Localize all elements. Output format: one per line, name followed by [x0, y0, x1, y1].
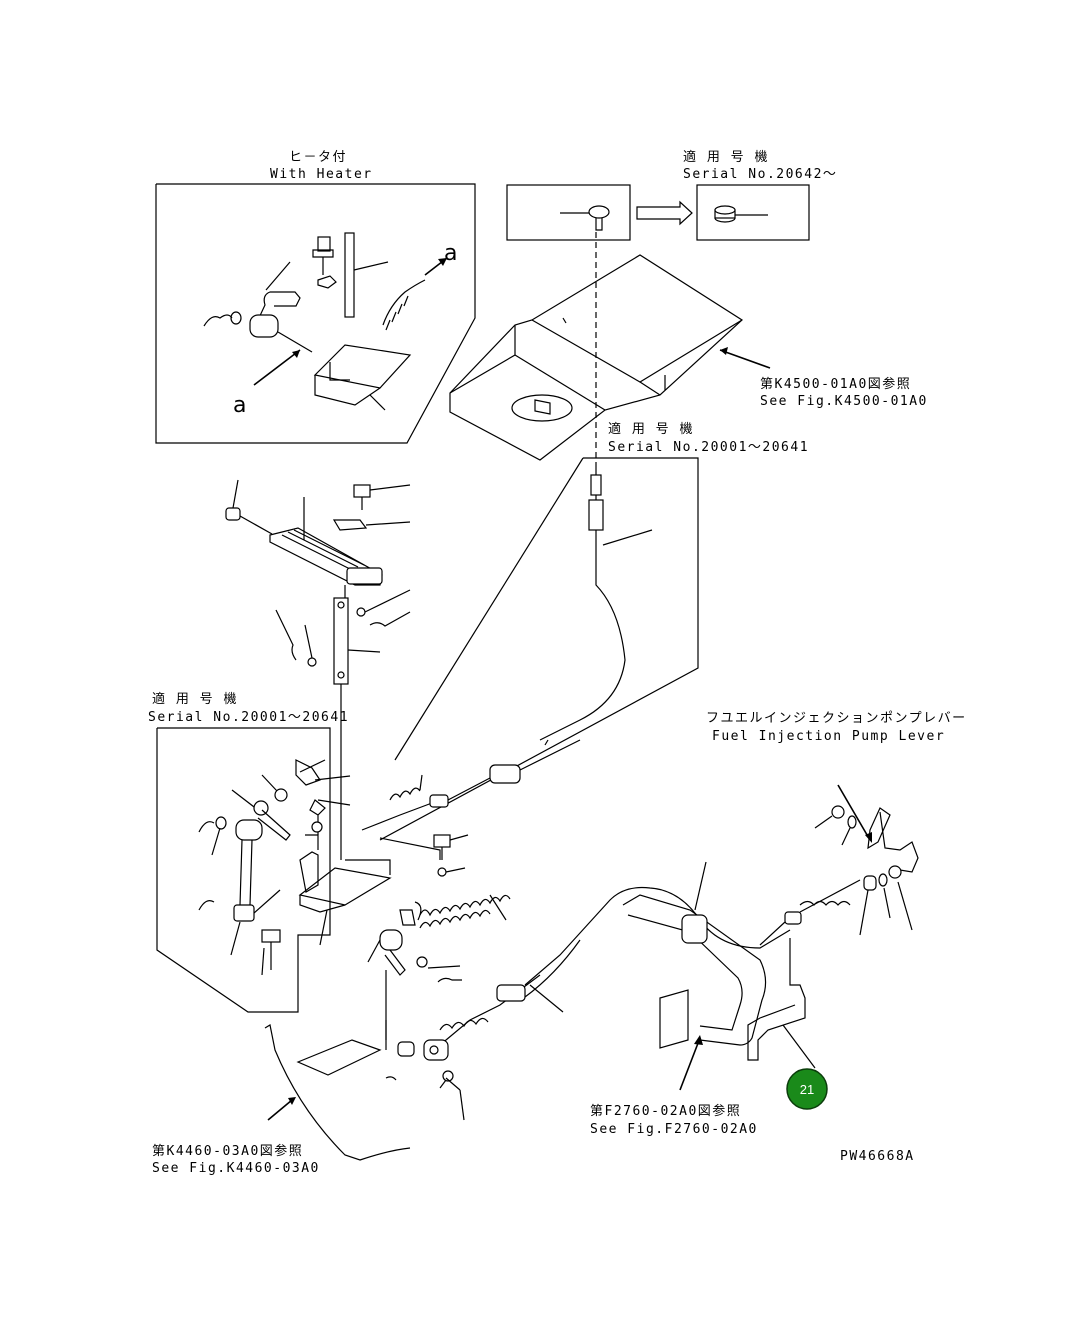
serial-mid-label-en: Serial No.20001～20641	[608, 440, 809, 455]
ref-k4460-jp: 第K4460-03A0図参照	[152, 1143, 303, 1159]
drawing-number: PW46668A	[840, 1149, 915, 1164]
ref-k4460-en: See Fig.K4460-03A0	[152, 1161, 320, 1176]
heater-inset: ヒ－タ付 With Heater a a	[155, 150, 476, 444]
lower-cable: 第K4460-03A0図参照 See Fig.K4460-03A0	[152, 886, 791, 1176]
serial-mid-label-jp: 適 用 号 機	[608, 421, 694, 437]
serial-top-label-jp: 適 用 号 機	[683, 149, 769, 165]
callout-21[interactable]: 21	[786, 1068, 828, 1110]
serial-top-label-en: Serial No.20642～	[683, 167, 837, 182]
ref-k4500-jp: 第K4500-01A0図参照	[760, 376, 911, 392]
knob-inset: 適 用 号 機 Serial No.20642～	[506, 149, 837, 241]
fuel-label-jp: フユエルインジェクションポンプレバー	[706, 711, 967, 726]
ref-k4500-en: See Fig.K4500-01A0	[760, 394, 928, 409]
callout-21-number[interactable]: 21	[800, 1082, 814, 1097]
serial-left-label-en: Serial No.20001～20641	[148, 710, 349, 725]
ref-f2760-en: See Fig.F2760-02A0	[590, 1122, 758, 1137]
bracket-part-21	[747, 938, 816, 1069]
fuel-pump-lever: フユエルインジェクションポンプレバー Fuel Injection Pump L…	[706, 711, 967, 946]
fuel-label-en: Fuel Injection Pump Lever	[712, 729, 945, 744]
heater-label-jp: ヒ－タ付	[289, 150, 347, 165]
arrow-label-a-bottom: a	[233, 393, 246, 418]
serial-left-label-jp: 適 用 号 機	[152, 691, 238, 707]
floor-plate: 第K4500-01A0図参照 See Fig.K4500-01A0	[449, 232, 928, 461]
heater-label-en: With Heater	[270, 167, 373, 182]
serial-mid-inset: 適 用 号 機 Serial No.20001～20641	[379, 421, 809, 841]
pedal-assembly	[225, 479, 411, 860]
serial-left-inset: 適 用 号 機 Serial No.20001～20641	[148, 691, 349, 1013]
callout-21-badge[interactable]	[786, 1068, 828, 1110]
central-linkage	[298, 739, 581, 1050]
ref-f2760-jp: 第F2760-02A0図参照	[590, 1103, 741, 1119]
arrow-label-a-top: a	[444, 241, 457, 266]
duct-pipe: 第F2760-02A0図参照 See Fig.F2760-02A0	[590, 861, 767, 1137]
